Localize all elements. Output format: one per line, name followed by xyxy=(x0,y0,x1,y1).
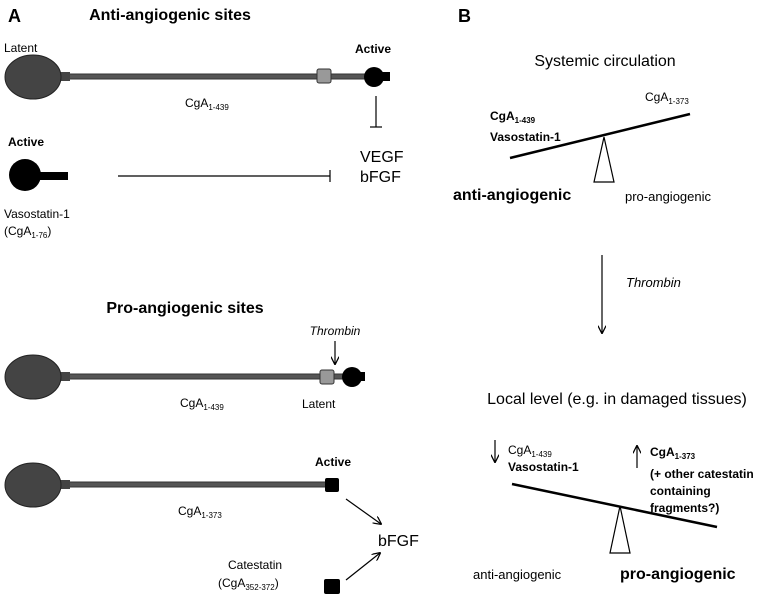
n-terminal-stub xyxy=(55,372,70,381)
systemic-fulcrum xyxy=(593,136,615,183)
active-label-top: Active xyxy=(355,42,391,56)
target-bfgf: bFGF xyxy=(360,169,401,186)
local-note-line-2: (+ other catestatin xyxy=(650,467,754,481)
n-terminal-domain xyxy=(4,462,62,508)
catestatin-range: (CgA352-372) xyxy=(218,576,279,592)
n-terminal-domain xyxy=(4,354,62,400)
cga-1-439-protein-pro xyxy=(4,354,365,400)
arrow-fragment-to-bfgf xyxy=(345,498,381,524)
vasostatin-1-protein xyxy=(9,159,68,191)
systemic-anti-label: anti-angiogenic xyxy=(453,187,571,204)
local-vasostatin: Vasostatin-1 xyxy=(508,460,579,474)
vasostatin-stub xyxy=(32,172,68,180)
c-terminal-fragment-domain xyxy=(325,478,339,492)
cga-1-439-label-anti: CgA1-439 xyxy=(185,96,229,112)
latent-label-pro: Latent xyxy=(302,397,336,411)
vasostatin-range: (CgA1-76) xyxy=(4,224,51,240)
protein-chain xyxy=(54,373,346,380)
local-title: Local level (e.g. in damaged tissues) xyxy=(487,391,747,408)
local-anti-label: anti-angiogenic xyxy=(473,567,562,582)
target-bfgf-pro: bFGF xyxy=(378,533,419,550)
local-cga-1-373: CgA1-373 xyxy=(650,445,696,461)
cleavage-site xyxy=(319,369,335,385)
thrombin-label-a: Thrombin xyxy=(310,324,361,338)
c-terminal-domain xyxy=(364,67,384,87)
target-vegf: VEGF xyxy=(360,149,404,166)
cga-1-439-protein-anti xyxy=(4,54,390,100)
n-terminal-stub xyxy=(55,72,70,81)
arrow-catestatin-to-bfgf xyxy=(345,553,380,581)
cga-1-373-protein xyxy=(4,462,339,508)
panel-b-label: B xyxy=(458,6,471,26)
systemic-cga-1-439: CgA1-439 xyxy=(490,109,536,125)
systemic-seesaw-beam xyxy=(509,112,691,160)
anti-angiogenic-heading: Anti-angiogenic sites xyxy=(89,7,251,24)
protein-chain xyxy=(54,481,331,488)
systemic-title: Systemic circulation xyxy=(534,53,675,70)
catestatin-peptide xyxy=(324,579,340,594)
latent-label: Latent xyxy=(4,41,38,55)
cga-1-439-label-pro: CgA1-439 xyxy=(180,396,224,412)
vasostatin-name: Vasostatin-1 xyxy=(4,207,70,221)
pro-angiogenic-heading: Pro-angiogenic sites xyxy=(106,300,263,317)
catestatin-name: Catestatin xyxy=(228,558,282,572)
c-terminal-domain xyxy=(342,367,362,387)
n-terminal-stub xyxy=(55,480,70,489)
local-fulcrum xyxy=(609,505,631,554)
cleavage-site xyxy=(316,68,332,84)
cga-1-373-label: CgA1-373 xyxy=(178,504,222,520)
systemic-cga-1-373: CgA1-373 xyxy=(645,90,689,106)
n-terminal-domain xyxy=(4,54,62,100)
active-label-fragment: Active xyxy=(315,455,351,469)
vasostatin-domain xyxy=(9,159,41,191)
local-note-line-3: containing xyxy=(650,484,711,498)
protein-chain xyxy=(54,73,388,80)
local-seesaw-beam xyxy=(511,482,718,529)
active-label-vasostatin: Active xyxy=(8,135,44,149)
local-pro-label: pro-angiogenic xyxy=(620,566,736,583)
thrombin-label-b: Thrombin xyxy=(626,275,681,290)
c-terminal-stub xyxy=(380,72,390,81)
systemic-vasostatin: Vasostatin-1 xyxy=(490,130,561,144)
systemic-pro-label: pro-angiogenic xyxy=(625,189,712,204)
local-note-line-4: fragments?) xyxy=(650,501,719,515)
local-cga-1-439: CgA1-439 xyxy=(508,443,552,459)
panel-a-label: A xyxy=(8,6,21,26)
